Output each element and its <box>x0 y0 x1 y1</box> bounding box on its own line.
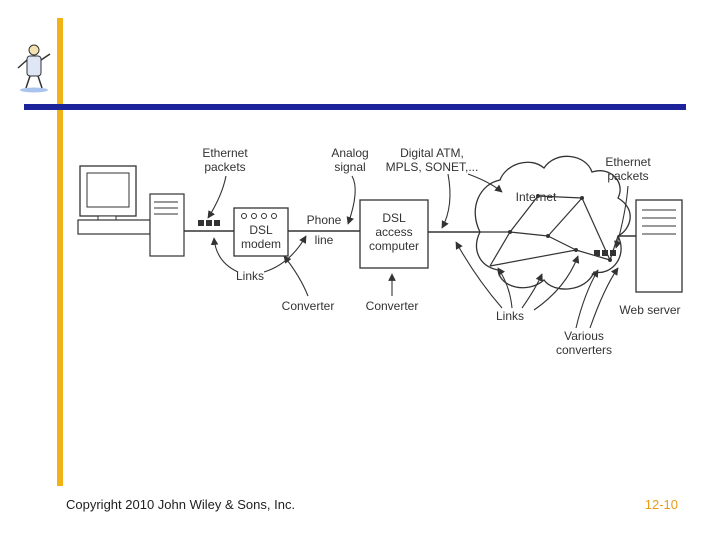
analog-label-2: signal <box>334 160 365 174</box>
accent-vertical-bar <box>57 18 63 486</box>
converter-2-label: Converter <box>366 299 419 313</box>
phone-label: Phone <box>307 213 342 227</box>
mascot-icon <box>17 44 51 93</box>
internet-mesh <box>480 195 619 267</box>
internet-label: Internet <box>516 190 557 204</box>
links-right-label: Links <box>496 309 524 323</box>
ethernet-left-label-1: Ethernet <box>202 146 248 160</box>
dsl-access-label-1: DSL <box>382 211 406 225</box>
web-server-icon <box>635 199 683 293</box>
slide-number: 12-10 <box>644 497 678 512</box>
ethernet-port-left <box>198 220 220 226</box>
converter-1-label: Converter <box>282 299 335 313</box>
links-left-label: Links <box>236 269 264 283</box>
dsl-modem-label-1: DSL <box>249 223 273 237</box>
dsl-modem-label-2: modem <box>241 237 281 251</box>
digital-label-2: MPLS, SONET,... <box>386 160 479 174</box>
ethernet-left-label-2: packets <box>204 160 245 174</box>
callout-arrows <box>207 173 629 329</box>
title-rule <box>24 104 686 110</box>
modem-lights <box>241 213 277 219</box>
dsl-access-label-3: computer <box>369 239 419 253</box>
various-label-2: converters <box>556 343 612 357</box>
internet-cloud <box>474 155 631 290</box>
internet-nodes <box>508 194 612 262</box>
ethernet-right-label-1: Ethernet <box>605 155 651 169</box>
web-server-label: Web server <box>619 303 680 317</box>
dsl-access-box <box>359 199 429 269</box>
copyright-text: Copyright 2010 John Wiley & Sons, Inc. <box>66 497 296 512</box>
ethernet-port-right <box>594 250 616 256</box>
various-label-1: Various <box>564 329 604 343</box>
dsl-diagram: DSL modem DSL access computer Internet <box>77 146 683 357</box>
analog-label-1: Analog <box>331 146 368 160</box>
pc-icon <box>77 165 185 257</box>
digital-label-1: Digital ATM, <box>400 146 464 160</box>
dsl-access-label-2: access <box>375 225 412 239</box>
line-label: line <box>315 233 334 247</box>
ethernet-right-label-2: packets <box>607 169 648 183</box>
